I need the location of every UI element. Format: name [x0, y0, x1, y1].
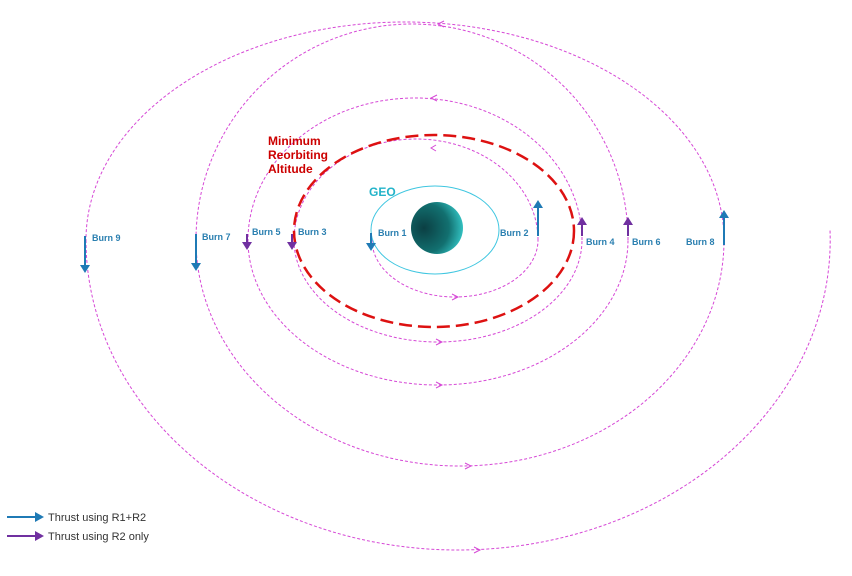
burn-4-label: Burn 4	[586, 237, 615, 247]
legend-item-r1-r2: Thrust using R1+R2	[7, 512, 146, 524]
burn-3-label: Burn 3	[298, 227, 327, 237]
direction-markers	[429, 20, 482, 554]
burn-7-label: Burn 7	[202, 232, 231, 242]
legend-label-r2-only: Thrust using R2 only	[48, 531, 149, 543]
minimum-label-line3: Altitude	[268, 162, 313, 176]
burn-7-arrow-icon	[191, 234, 201, 271]
burn-3-arrow-icon	[287, 234, 297, 250]
spiral-segment-4	[247, 97, 583, 241]
direction-chevron	[435, 338, 444, 346]
burn-8-label: Burn 8	[686, 237, 715, 247]
burn-9-arrow-icon	[80, 236, 90, 273]
direction-chevron	[430, 144, 437, 152]
spiral-segment-1	[371, 239, 539, 298]
planet	[411, 202, 463, 254]
direction-chevron	[451, 293, 460, 301]
blue-arrow-icon	[7, 512, 44, 522]
direction-chevron	[429, 94, 438, 102]
burn-2-arrow-icon	[533, 200, 543, 236]
burn-2-label: Burn 2	[500, 228, 529, 238]
minimum-label-line2: Reorbiting	[268, 148, 328, 162]
legend-label-r1-r2: Thrust using R1+R2	[48, 512, 146, 524]
burn-1-label: Burn 1	[378, 228, 407, 238]
burn-labels: Burn 1 Burn 2 Burn 3 Burn 4 Burn 5 Burn …	[92, 227, 715, 247]
geo-label: GEO	[369, 185, 396, 199]
burn-4-arrow-icon	[577, 217, 587, 236]
spiral-segment-6	[195, 23, 629, 241]
legend: Thrust using R1+R2 Thrust using R2 only	[7, 512, 149, 543]
spiral-segment-9	[85, 229, 831, 551]
direction-chevron	[473, 546, 482, 554]
transfer-spiral	[85, 21, 831, 551]
direction-chevron	[435, 381, 444, 389]
burn-6-label: Burn 6	[632, 237, 661, 247]
spiral-segment-7	[195, 239, 725, 467]
burn-1-arrow-icon	[366, 233, 376, 251]
burn-9-label: Burn 9	[92, 233, 121, 243]
purple-arrow-icon	[7, 531, 44, 541]
burn-8-arrow-icon	[719, 210, 729, 245]
spiral-segment-3	[293, 239, 583, 343]
legend-item-r2-only: Thrust using R2 only	[7, 531, 149, 543]
minimum-label-line1: Minimum	[268, 134, 321, 148]
geo-orbit	[370, 185, 500, 275]
burn-5-label: Burn 5	[252, 227, 281, 237]
burn-6-arrow-icon	[623, 217, 633, 236]
direction-chevron	[464, 462, 473, 470]
burn-arrows	[80, 200, 729, 273]
burn-5-arrow-icon	[242, 234, 252, 250]
spiral-segment-2	[293, 138, 539, 241]
direction-chevron	[436, 20, 445, 28]
minimum-reorbiting-orbit	[292, 133, 576, 329]
spiral-segment-8	[85, 21, 725, 241]
spiral-segment-5	[247, 239, 629, 386]
